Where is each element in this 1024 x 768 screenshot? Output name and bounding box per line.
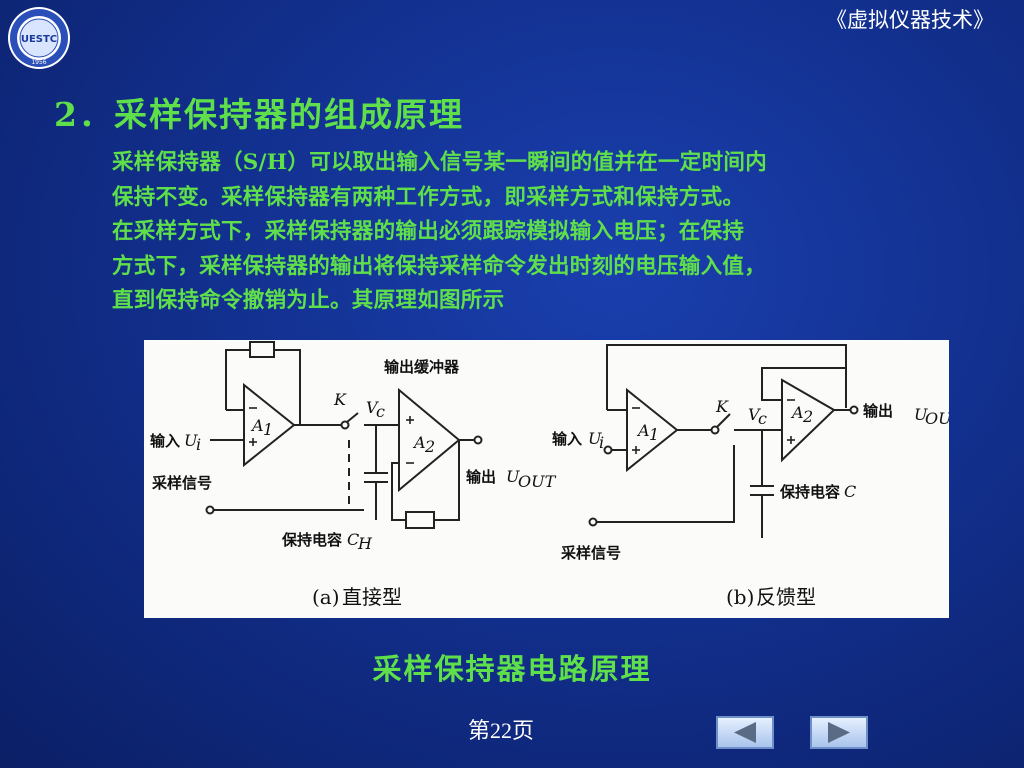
a-output-sub: OUT <box>518 472 557 491</box>
b-vc-label: V <box>748 405 761 424</box>
b-amp1-sub: 1 <box>649 425 659 444</box>
course-title: 《虚拟仪器技术》 <box>826 8 994 32</box>
a-output-label: 输出 <box>466 468 496 486</box>
b-type-label: 反馈型 <box>756 585 816 609</box>
paragraph-line: 保持不变。采样保持器有两种工作方式，即采样方式和保持方式。 <box>112 184 745 210</box>
paragraph-line: 方式下，采样保持器的输出将保持采样命令发出时刻的电压输入值， <box>112 253 767 279</box>
a-amp1-sub: 1 <box>263 420 273 439</box>
a-amp2-label: A <box>412 433 426 452</box>
figure-caption: 采样保持器电路原理 <box>372 652 652 686</box>
previous-page-button[interactable] <box>716 716 774 749</box>
b-amp1-label: A <box>636 421 650 440</box>
triangle-left-icon <box>734 722 756 743</box>
paragraph-line: 在采样方式下，采样保持器的输出必须跟踪模拟输入电压；在保持 <box>112 219 745 244</box>
university-logo: UESTC 1956 <box>8 7 70 69</box>
a-switch-label: K <box>333 390 347 409</box>
a-type-prefix: (a) <box>312 585 340 609</box>
a-cap-label: 保持电容 <box>281 531 342 549</box>
logo-year: 1956 <box>31 59 46 66</box>
b-output-symbol: U <box>914 405 928 424</box>
b-input-sub: i <box>599 433 604 452</box>
b-cap-symbol: C <box>844 482 856 501</box>
b-type-prefix: (b) <box>726 585 754 609</box>
triangle-right-icon <box>828 722 850 743</box>
a-sample-signal-label: 采样信号 <box>151 474 212 492</box>
b-input-label: 输入 <box>552 430 582 448</box>
page-number: 第22页 <box>468 718 535 743</box>
b-output-label: 输出 <box>863 402 893 420</box>
a-amp1-label: A <box>250 416 264 435</box>
logo-text: UESTC <box>21 34 57 45</box>
paragraph-line: 直到保持命令撤销为止。其原理如图所示 <box>112 288 505 313</box>
a-type-label: 直接型 <box>342 585 402 609</box>
paragraph-line: 采样保持器（S/H）可以取出输入信号某一瞬间的值并在一定时间内 <box>112 150 767 175</box>
next-page-button[interactable] <box>810 716 868 749</box>
b-sample-signal-label: 采样信号 <box>560 544 621 562</box>
b-vc-sub: c <box>758 409 767 428</box>
a-vc-label: V <box>366 398 379 417</box>
a-cap-symbol: C <box>347 530 359 549</box>
circuit-figure: 输入 U i 采样信号 A 1 K V c 输出缓冲器 A 2 输出 U OUT… <box>144 340 949 618</box>
b-input-symbol: U <box>588 429 602 448</box>
a-input-symbol: U <box>184 431 198 450</box>
body-paragraph: 采样保持器（S/H）可以取出输入信号某一瞬间的值并在一定时间内 保持不变。采样保… <box>112 146 962 319</box>
a-input-sub: i <box>196 435 201 454</box>
b-amp2-label: A <box>790 403 804 422</box>
a-vc-sub: c <box>376 402 385 421</box>
a-buffer-label: 输出缓冲器 <box>384 358 460 376</box>
circuit-diagram: 输入 U i 采样信号 A 1 K V c 输出缓冲器 A 2 输出 U OUT… <box>150 341 949 609</box>
a-amp2-sub: 2 <box>424 437 435 456</box>
b-amp2-sub: 2 <box>802 407 813 426</box>
a-input-label: 输入 <box>150 432 180 450</box>
b-output-sub: OUT <box>925 409 949 428</box>
b-cap-label: 保持电容 <box>779 483 840 501</box>
slide-heading: 2．采样保持器的组成原理 <box>54 95 464 134</box>
b-switch-label: K <box>715 397 729 416</box>
a-output-symbol: U <box>506 467 520 486</box>
a-cap-sub: H <box>357 534 373 553</box>
